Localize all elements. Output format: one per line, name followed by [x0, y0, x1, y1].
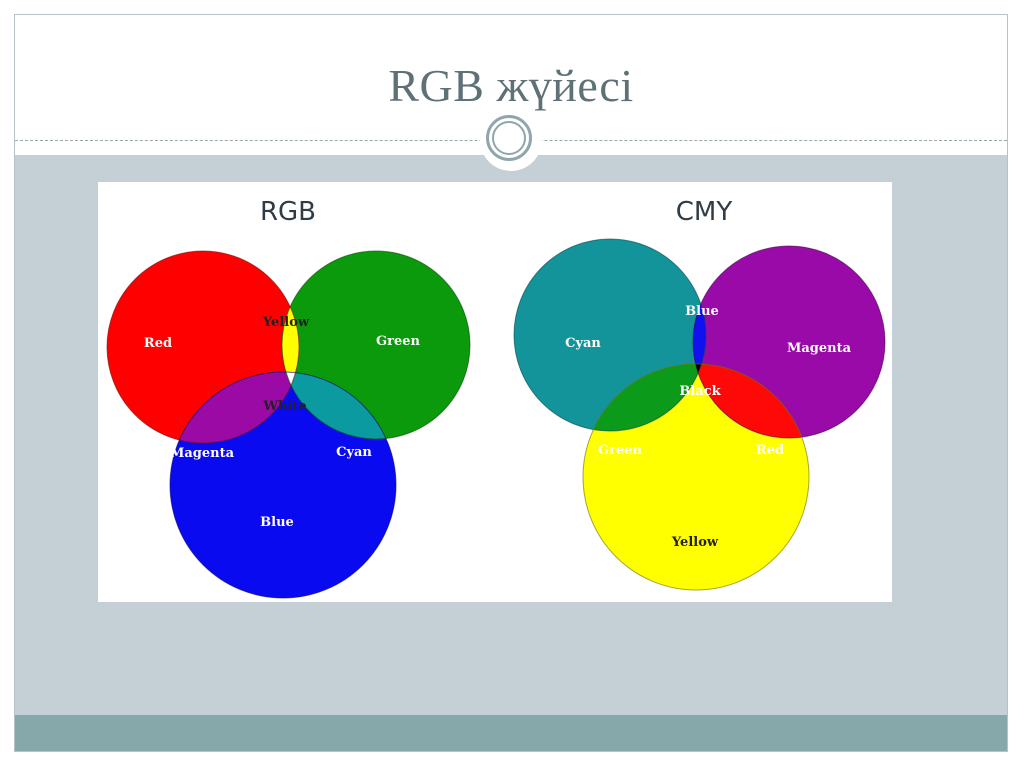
cmy-label-black: Black	[679, 384, 721, 399]
cmy-label-red: Red	[756, 443, 784, 458]
rgb-label-green: Green	[376, 334, 420, 349]
cmy-label-blue: Blue	[685, 304, 719, 319]
cmy-heading: CMY	[676, 197, 733, 227]
rgb-label-yellow: Yellow	[262, 315, 310, 330]
cmy-venn	[513, 238, 886, 591]
rgb-venn	[106, 250, 471, 599]
rgb-cyan-overlap	[282, 372, 396, 439]
rgb-label-red: Red	[144, 336, 172, 351]
slide-title: RGB жүйесі	[388, 60, 634, 111]
diagram-panel: RGB Red Yellow Green White Magenta Cyan …	[98, 182, 892, 602]
cmy-red-overlap	[693, 364, 809, 438]
cmy-label-cyan: Cyan	[565, 336, 601, 351]
rgb-label-white: White	[262, 399, 306, 414]
cmy-label-green: Green	[598, 443, 642, 458]
rgb-label-magenta: Magenta	[170, 446, 235, 461]
color-models-svg: RGB Red Yellow Green White Magenta Cyan …	[106, 197, 886, 599]
cmy-label-yellow: Yellow	[671, 535, 719, 550]
cmy-label-magenta: Magenta	[787, 341, 852, 356]
bottom-bar	[15, 715, 1007, 751]
cmy-green-overlap	[583, 364, 706, 431]
rgb-label-cyan: Cyan	[336, 445, 372, 460]
rgb-magenta-overlap	[170, 372, 299, 443]
divider-ornament-inner-ring	[492, 121, 526, 155]
rgb-label-blue: Blue	[260, 515, 294, 530]
rgb-heading: RGB	[260, 197, 316, 227]
